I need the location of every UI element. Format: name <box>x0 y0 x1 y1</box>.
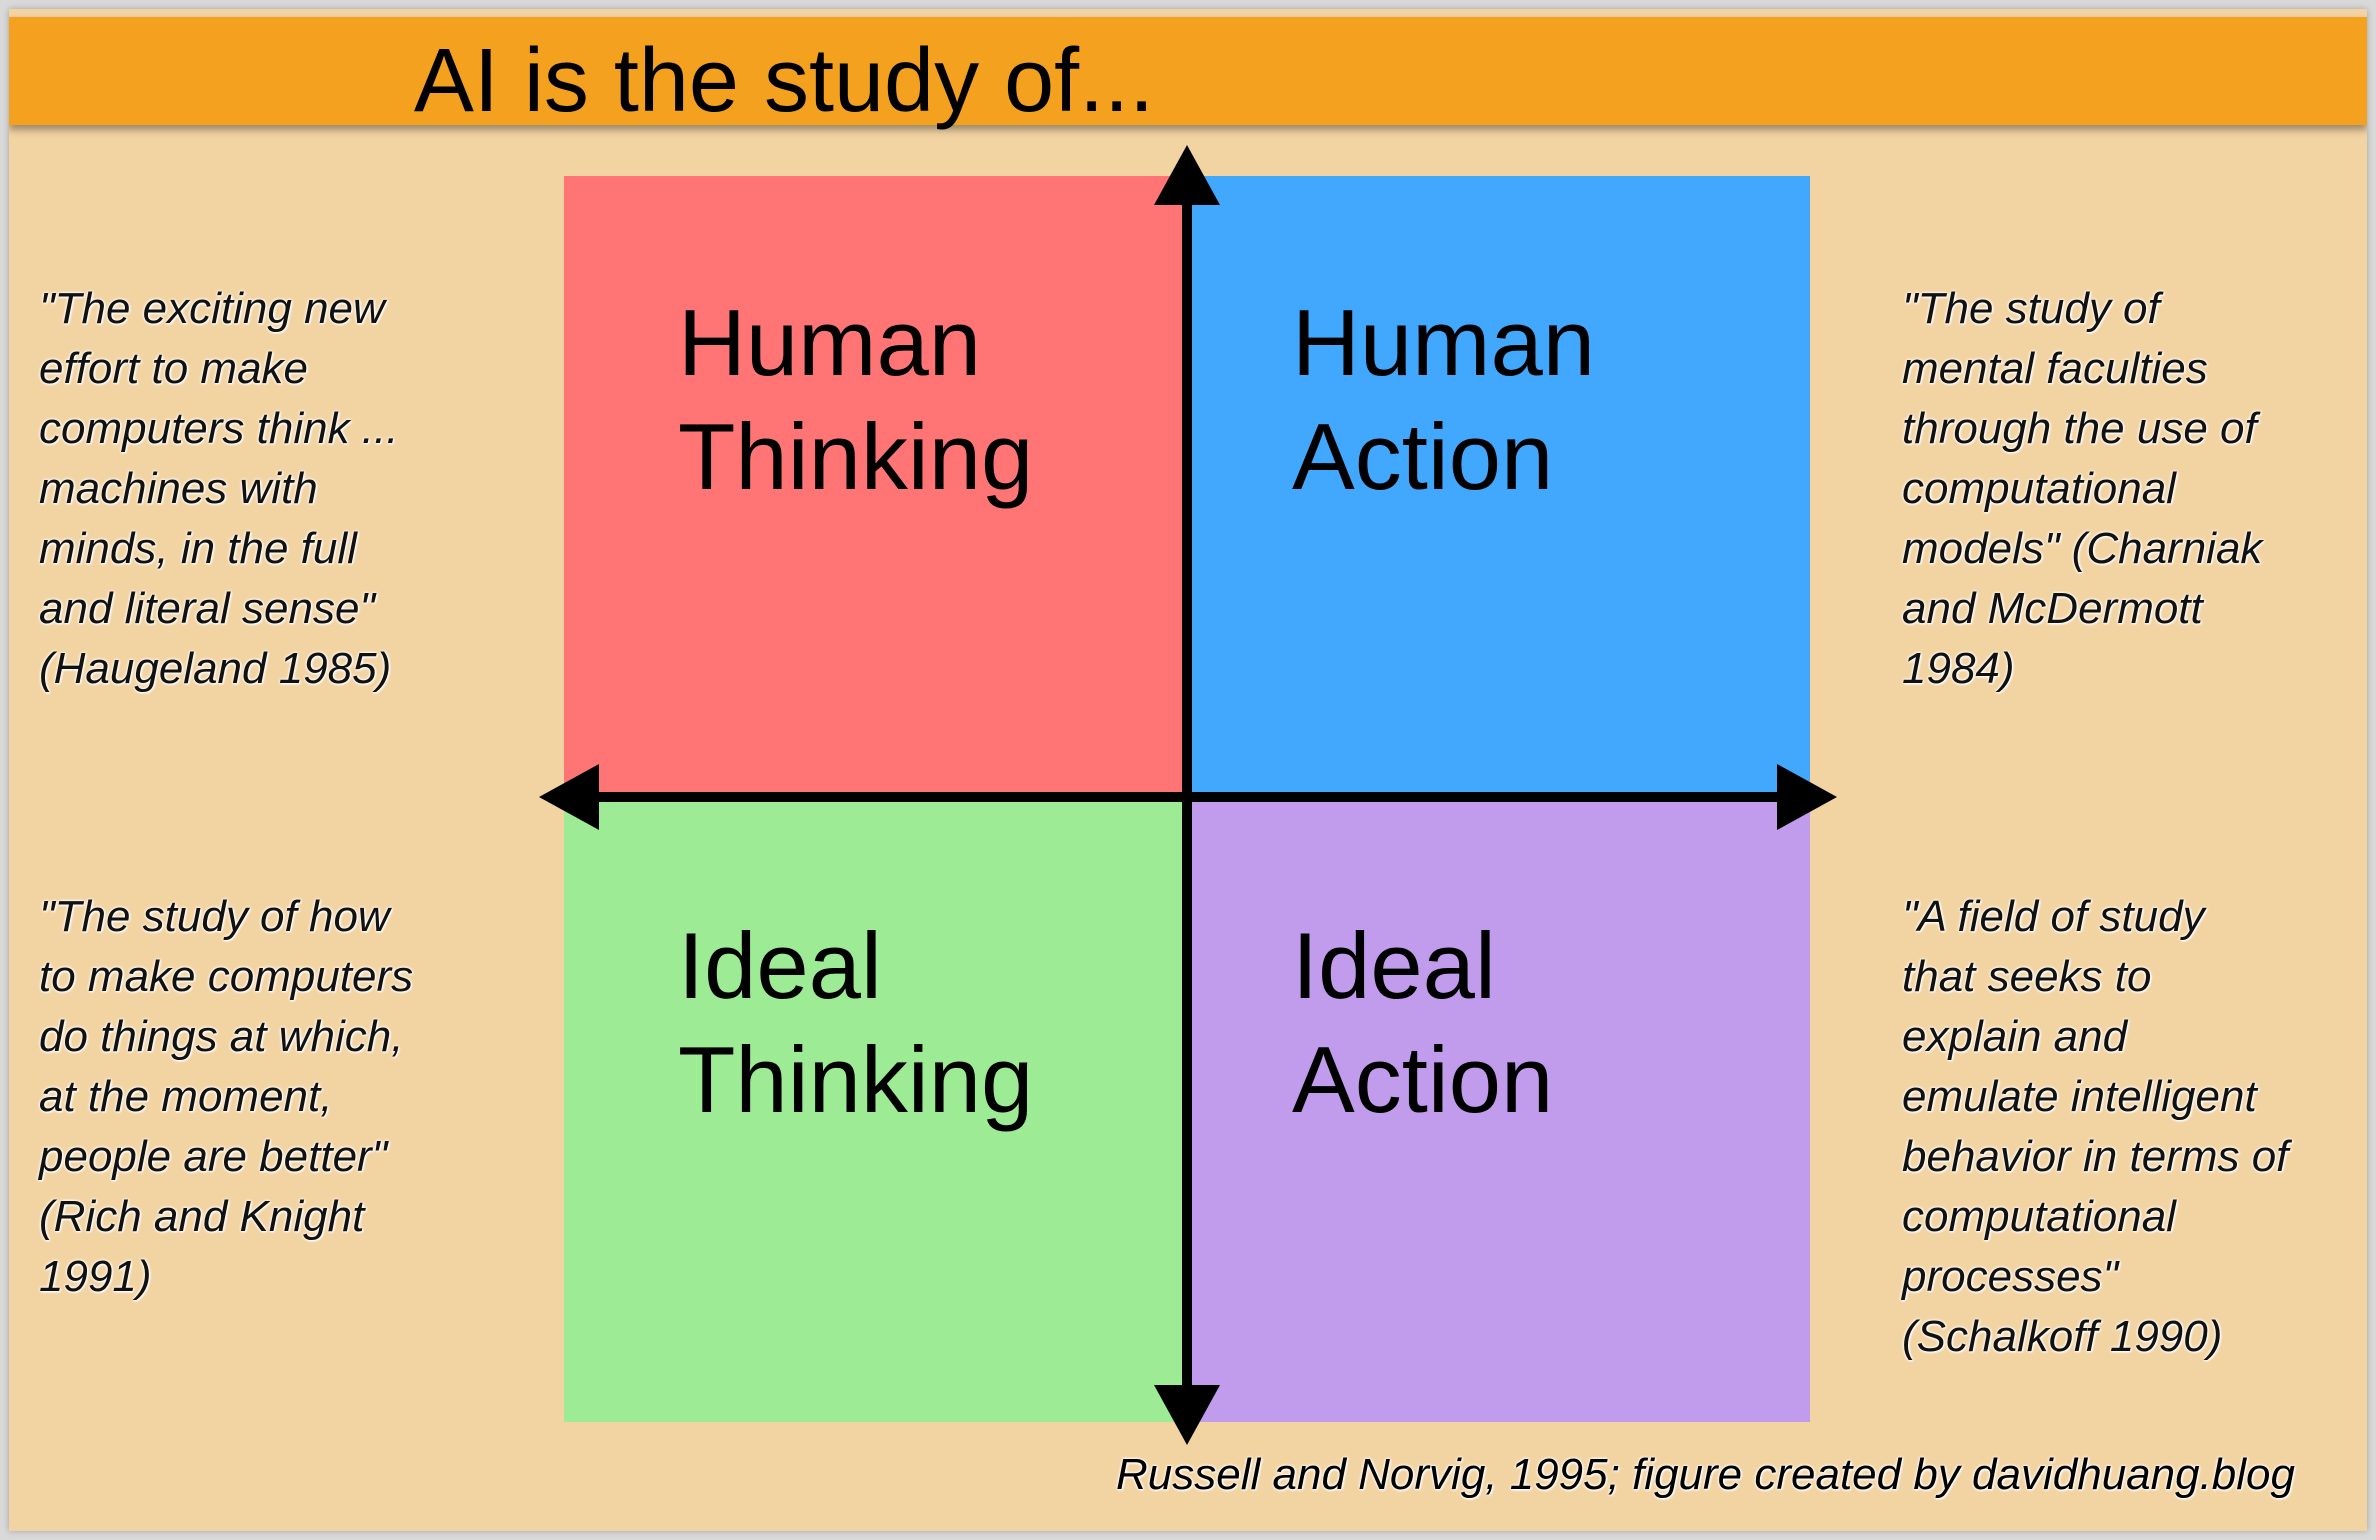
quote-line: explain and <box>1902 1012 2128 1061</box>
quadrant-label: Ideal Action <box>1292 909 1553 1137</box>
quote-line: do things at which, <box>39 1012 404 1061</box>
quote-line: (Rich and Knight <box>39 1192 365 1241</box>
quadrant-label-line: Human <box>678 290 982 395</box>
quadrant-label-line: Human <box>1292 290 1596 395</box>
quadrant-ideal-action: Ideal Action <box>1187 799 1810 1422</box>
quote-line: (Haugeland 1985) <box>39 644 392 693</box>
quote-haugeland: "The exciting new effort to make compute… <box>39 279 519 699</box>
slide: AI is the study of... Human Thinking Hum… <box>9 9 2367 1531</box>
quadrant-ideal-thinking: Ideal Thinking <box>564 799 1187 1422</box>
quote-schalkoff: "A field of study that seeks to explain … <box>1902 887 2362 1367</box>
quote-line: to make computers <box>39 952 414 1001</box>
quote-line: people are better" <box>39 1132 388 1181</box>
quadrant-label-line: Thinking <box>678 404 1034 509</box>
arrow-left-icon <box>539 764 599 830</box>
quote-line: minds, in the full <box>39 524 357 573</box>
quote-line: behavior in terms of <box>1902 1132 2289 1181</box>
quadrant-label: Human Thinking <box>678 286 1033 514</box>
quote-charniak-mcdermott: "The study of mental faculties through t… <box>1902 279 2352 699</box>
axes <box>539 145 1837 1445</box>
arrow-down-icon <box>1154 1385 1220 1445</box>
quote-line: at the moment, <box>39 1072 333 1121</box>
quadrant-human-thinking: Human Thinking <box>564 176 1187 799</box>
quadrant-label-line: Thinking <box>678 1027 1034 1132</box>
quote-line: "A field of study <box>1902 892 2205 941</box>
quote-line: through the use of <box>1902 404 2257 453</box>
quote-line: machines with <box>39 464 318 513</box>
quadrant-label: Human Action <box>1292 286 1595 514</box>
quote-line: and McDermott <box>1902 584 2203 633</box>
quadrant-label-line: Action <box>1292 404 1554 509</box>
quadrant-label: Ideal Thinking <box>678 909 1033 1137</box>
quote-line: (Schalkoff 1990) <box>1902 1312 2223 1361</box>
quadrant-label-line: Ideal <box>1292 913 1496 1018</box>
quadrant-label-line: Action <box>1292 1027 1554 1132</box>
quote-line: emulate intelligent <box>1902 1072 2257 1121</box>
quadrant-label-line: Ideal <box>678 913 882 1018</box>
quote-rich-knight: "The study of how to make computers do t… <box>39 887 519 1307</box>
page-title: AI is the study of... <box>413 31 1155 131</box>
quote-line: "The exciting new <box>39 284 385 333</box>
quote-line: "The study of how <box>39 892 390 941</box>
quote-line: that seeks to <box>1902 952 2152 1001</box>
attribution-footer: Russell and Norvig, 1995; figure created… <box>1116 1450 2295 1499</box>
quadrant-human-action: Human Action <box>1187 176 1810 799</box>
quote-line: computational <box>1902 464 2176 513</box>
quote-line: and literal sense" <box>39 584 376 633</box>
quote-line: effort to make <box>39 344 309 393</box>
quote-line: 1984) <box>1902 644 2015 693</box>
quote-line: 1991) <box>39 1252 152 1301</box>
quote-line: models" (Charniak <box>1902 524 2263 573</box>
quote-line: computational <box>1902 1192 2176 1241</box>
title-bar: AI is the study of... <box>9 17 2367 131</box>
quote-line: mental faculties <box>1902 344 2208 393</box>
arrow-up-icon <box>1154 145 1220 205</box>
quote-line: "The study of <box>1902 284 2160 333</box>
arrow-right-icon <box>1777 764 1837 830</box>
quote-line: processes" <box>1902 1252 2119 1301</box>
quote-line: computers think ... <box>39 404 399 453</box>
